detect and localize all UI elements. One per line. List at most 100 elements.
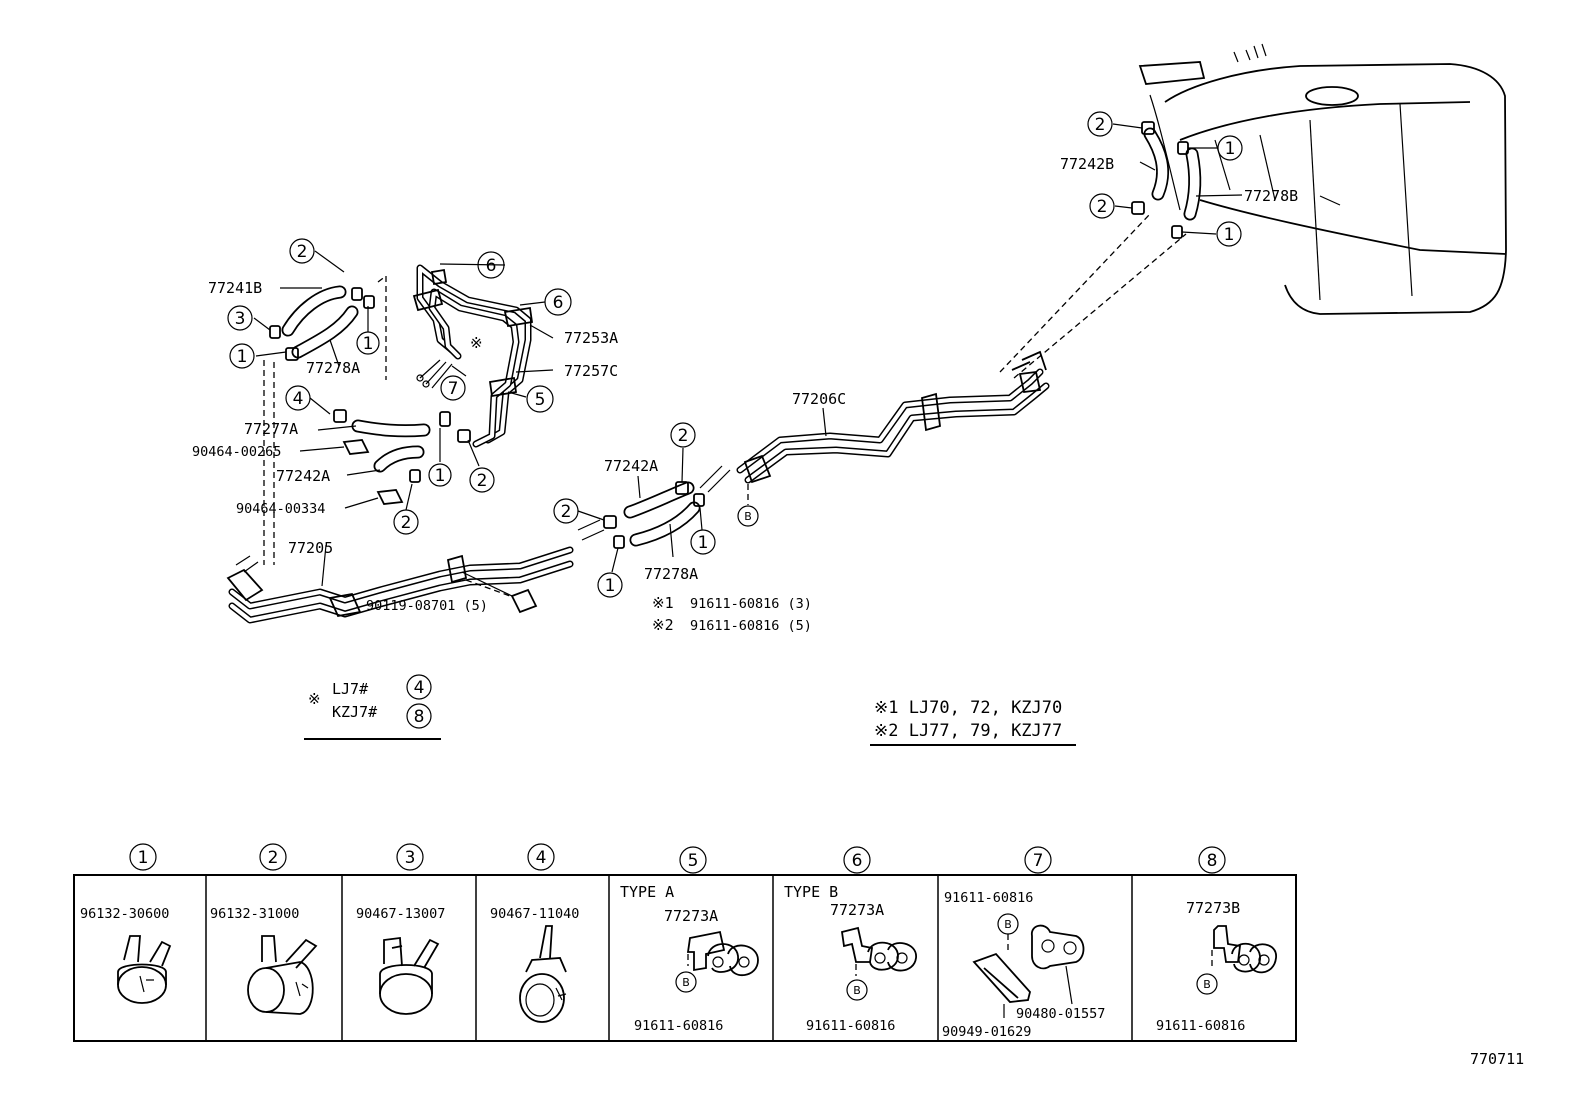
- callout-2: 2: [469, 467, 495, 493]
- svg-text:1: 1: [237, 347, 248, 367]
- svg-text:4: 4: [536, 848, 547, 868]
- svg-text:4: 4: [293, 389, 304, 409]
- svg-text:※: ※: [308, 690, 321, 708]
- callout-markers: 2 3 1 1 6 6 7 5 4 1 2 2 2 2 1 1 B 2 1 2 …: [227, 111, 1243, 598]
- callout-2: 2: [553, 498, 579, 524]
- fuel-pipe-77205: [226, 546, 574, 624]
- bolt-label-1: 91611-60816 (3): [690, 596, 812, 612]
- callout-1: 1: [597, 572, 623, 598]
- bolt-label-2: 91611-60816 (5): [690, 618, 812, 634]
- svg-text:1: 1: [435, 466, 446, 486]
- svg-text:77273B: 77273B: [1186, 899, 1240, 917]
- svg-text:90949-01629: 90949-01629: [942, 1024, 1031, 1040]
- table-cell-7: 91611-60816 B 90480-01557 90949-01629: [942, 890, 1105, 1040]
- callout-6: 6: [477, 251, 505, 279]
- svg-text:91611-60816: 91611-60816: [806, 1018, 895, 1034]
- svg-text:1: 1: [363, 334, 374, 354]
- callout-6: 6: [544, 288, 572, 316]
- callout-3: 3: [227, 305, 253, 331]
- svg-text:2: 2: [1097, 197, 1108, 217]
- svg-text:B: B: [853, 984, 861, 997]
- callout-2: 2: [670, 422, 696, 448]
- svg-text:6: 6: [486, 256, 497, 276]
- svg-text:3: 3: [405, 848, 416, 868]
- label-77205: 77205: [288, 539, 333, 557]
- table-cell-4: 90467-11040: [490, 906, 579, 1023]
- callout-4: 4: [285, 385, 311, 411]
- svg-text:96132-30600: 96132-30600: [80, 906, 169, 922]
- label-90464-00265: 90464-00265: [192, 444, 281, 460]
- svg-text:※1 LJ70, 72, KZJ70: ※1 LJ70, 72, KZJ70: [874, 698, 1062, 718]
- legend-right: ※1 LJ70, 72, KZJ70 ※2 LJ77, 79, KZJ77: [870, 698, 1076, 746]
- callout-1: 1: [428, 463, 452, 487]
- svg-text:6: 6: [852, 851, 863, 871]
- table-header-2: 2: [259, 843, 287, 871]
- label-mark: ※: [470, 334, 483, 352]
- label-77206C: 77206C: [792, 390, 846, 408]
- table-cell-5: TYPE A 77273A B 91611-60816: [620, 883, 759, 1034]
- svg-text:90467-13007: 90467-13007: [356, 906, 445, 922]
- svg-text:77273A: 77273A: [664, 907, 718, 925]
- part-labels: 77241B 77278A 77253A 77257C ※ 77277A 904…: [192, 155, 1298, 634]
- svg-text:1: 1: [1225, 139, 1236, 159]
- callout-2: 2: [289, 238, 315, 264]
- svg-text:1: 1: [138, 848, 149, 868]
- callout-b: B: [737, 505, 759, 527]
- svg-text:91611-60816: 91611-60816: [944, 890, 1033, 906]
- svg-text:B: B: [682, 976, 690, 989]
- svg-text:8: 8: [1207, 851, 1218, 871]
- svg-text:B: B: [744, 510, 752, 523]
- svg-text:KZJ7#: KZJ7#: [332, 703, 377, 721]
- parts-table: 1 2 3 4 5 6 7 8 96132-30600 96132-31000 …: [73, 843, 1297, 1042]
- svg-text:96132-31000: 96132-31000: [210, 906, 299, 922]
- table-cell-1: 96132-30600: [80, 906, 172, 1004]
- label-77253A: 77253A: [564, 329, 618, 347]
- leader-lines: [253, 123, 1341, 587]
- svg-text:90480-01557: 90480-01557: [1016, 1006, 1105, 1022]
- table-header-1: 1: [129, 843, 157, 871]
- callout-1: 1: [690, 529, 716, 555]
- hoses: [281, 127, 1202, 547]
- table-header-6: 6: [843, 846, 871, 874]
- label-77277A: 77277A: [244, 420, 298, 438]
- dashed-guides: [263, 213, 1187, 597]
- svg-text:4: 4: [414, 678, 425, 698]
- bolt-mark-2: ※2: [652, 616, 674, 634]
- table-header-5: 5: [679, 846, 707, 874]
- svg-text:2: 2: [1095, 115, 1106, 135]
- callout-2: 2: [1089, 193, 1115, 219]
- svg-text:5: 5: [535, 390, 546, 410]
- fuel-pipe-77206C: [736, 350, 1050, 484]
- svg-text:2: 2: [678, 426, 689, 446]
- svg-text:2: 2: [401, 513, 412, 533]
- label-77242B: 77242B: [1060, 155, 1114, 173]
- clamps: [269, 121, 1189, 614]
- label-77278B: 77278B: [1244, 187, 1298, 205]
- svg-text:2: 2: [297, 242, 308, 262]
- svg-text:2: 2: [561, 502, 572, 522]
- callout-1: 1: [1216, 221, 1242, 247]
- svg-text:TYPE A: TYPE A: [620, 883, 674, 901]
- svg-text:91611-60816: 91611-60816: [634, 1018, 723, 1034]
- label-90119-08701: 90119-08701 (5): [366, 598, 488, 614]
- callout-1: 1: [229, 343, 255, 369]
- svg-text:2: 2: [477, 471, 488, 491]
- svg-text:7: 7: [448, 379, 459, 399]
- table-header-8: 8: [1198, 846, 1226, 874]
- label-77242A-left: 77242A: [276, 467, 330, 485]
- label-77278A-left: 77278A: [306, 359, 360, 377]
- table-cell-2: 96132-31000: [210, 906, 318, 1015]
- table-header-4: 4: [527, 843, 555, 871]
- label-77241B: 77241B: [208, 279, 262, 297]
- svg-text:B: B: [1203, 978, 1211, 991]
- svg-text:91611-60816: 91611-60816: [1156, 1018, 1245, 1034]
- table-cell-3: 90467-13007: [356, 906, 445, 1015]
- diagram-code: 770711: [1470, 1050, 1524, 1068]
- bolt-mark-1: ※1: [652, 594, 674, 612]
- callout-1: 1: [356, 331, 380, 355]
- svg-text:※2 LJ77, 79, KZJ77: ※2 LJ77, 79, KZJ77: [874, 721, 1062, 741]
- svg-text:6: 6: [553, 293, 564, 313]
- label-77257C: 77257C: [564, 362, 618, 380]
- callout-1: 1: [1217, 135, 1243, 161]
